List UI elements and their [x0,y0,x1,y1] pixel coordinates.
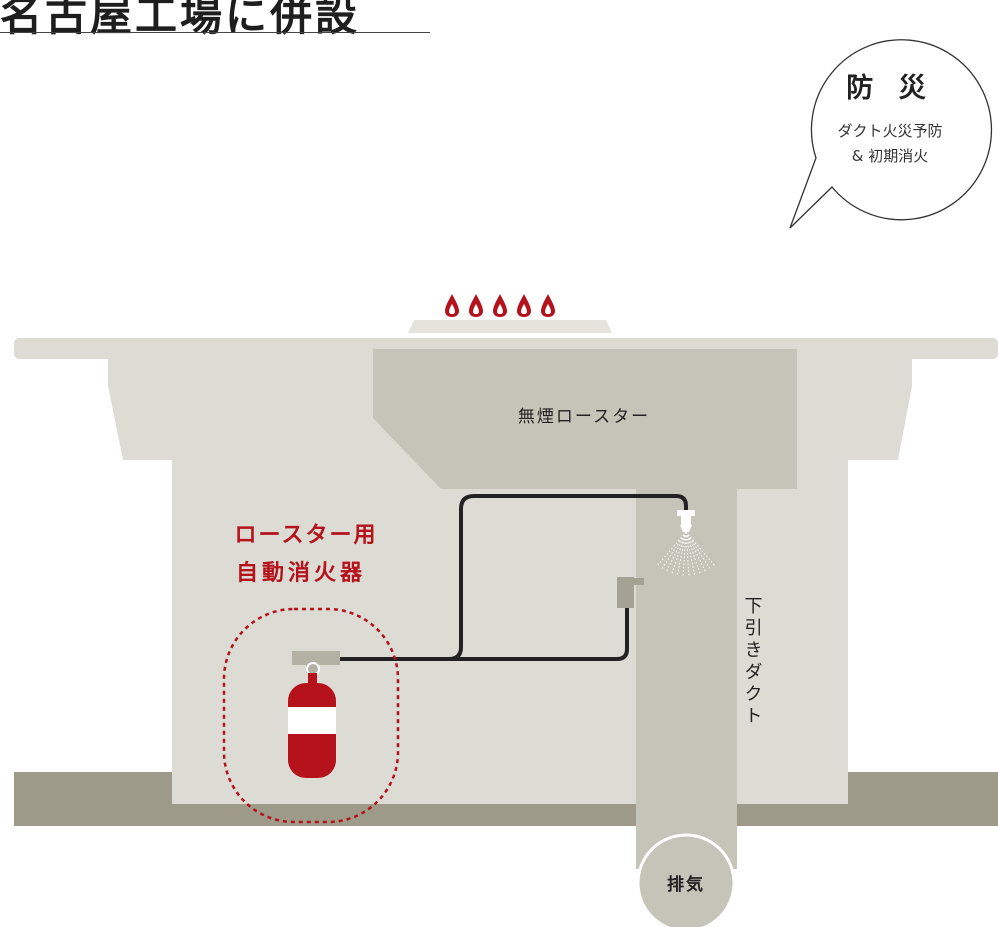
pipe-to-sensor [338,608,629,661]
roaster-hood [373,349,797,498]
flames [445,294,555,317]
spray-line [685,531,696,576]
callout-title: 防 災 [846,73,934,104]
flame-icon [493,294,507,317]
spray-line [685,531,701,575]
flame-icon [517,294,531,317]
down-duct [636,489,737,869]
heading-text: 名古屋工場に併設 [0,0,361,40]
spray-line [685,531,690,576]
exhaust-label: 排気 [667,874,705,895]
extinguisher-label-line2: 自動消火器 [236,560,366,586]
pipe-to-nozzle [338,494,688,661]
spray-line [685,531,707,573]
roaster-label: 無煙ロースター [518,407,650,427]
spray-line [682,531,687,576]
flame-icon [469,294,483,317]
spray-line [656,531,687,568]
heading-underline [0,32,430,33]
spray-line [676,531,687,576]
callout-line1: ダクト火災予防 [837,122,943,140]
burner-plate [408,320,612,333]
extinguisher-highlight [222,607,400,824]
spray-line [665,531,687,573]
exhaust-port [636,833,736,927]
spray-line [671,531,687,575]
fire-extinguisher [288,651,340,778]
duct-label: 下引きダクト [742,596,763,728]
flame-icon [541,294,555,317]
spray-line [660,531,687,570]
extinguisher-label-line1: ロースター用 [235,523,378,548]
flame-icon [445,294,459,317]
spray-nozzle [677,510,695,532]
callout-line2: & 初期消火 [851,147,929,165]
heat-sensor [617,577,644,608]
spray-line [685,531,712,570]
speech-bubble [789,39,993,229]
spray-line [685,531,716,568]
heading: 名古屋工場に併設 [0,0,430,40]
spray-mist [656,531,716,576]
